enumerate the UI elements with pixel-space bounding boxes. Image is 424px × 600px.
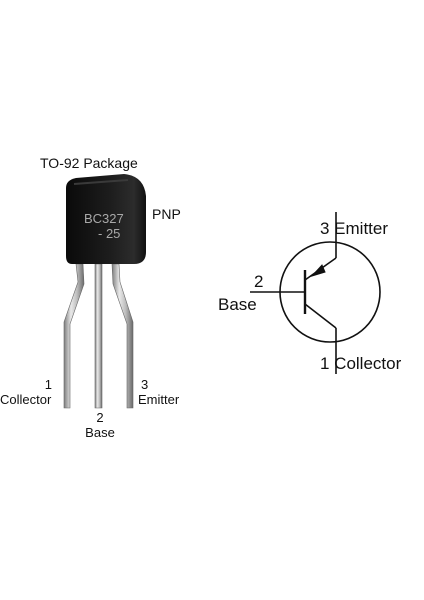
symbol-collector-label: 1 Collector	[320, 354, 402, 373]
marking-line2: - 25	[98, 226, 120, 241]
pnp-label: PNP	[152, 206, 181, 222]
pin-2-name: Base	[85, 425, 115, 440]
collector-leg	[304, 303, 337, 329]
package-title: TO-92 Package	[40, 155, 138, 171]
symbol-emitter-label: 3 Emitter	[320, 219, 389, 238]
symbol-base-number: 2	[254, 272, 264, 291]
pin-2-number: 2	[96, 410, 104, 425]
pin-2-label: 2 Base	[78, 410, 122, 440]
pin-1-label: 1 Collector	[0, 377, 58, 407]
emitter-arrow	[310, 264, 326, 278]
marking-line1: BC327	[84, 211, 124, 226]
pin-3-name: Emitter	[138, 392, 180, 407]
pin-3-number: 3	[141, 377, 149, 392]
pnp-schematic-symbol	[250, 212, 381, 374]
symbol-base-label: Base	[218, 295, 257, 314]
pin-3-label: 3 Emitter	[138, 377, 198, 407]
pin-1-name: Collector	[0, 392, 52, 407]
to92-body: BC327 - 25	[66, 174, 146, 264]
pin-1-number: 1	[44, 377, 52, 392]
transistor-legs	[63, 263, 134, 409]
